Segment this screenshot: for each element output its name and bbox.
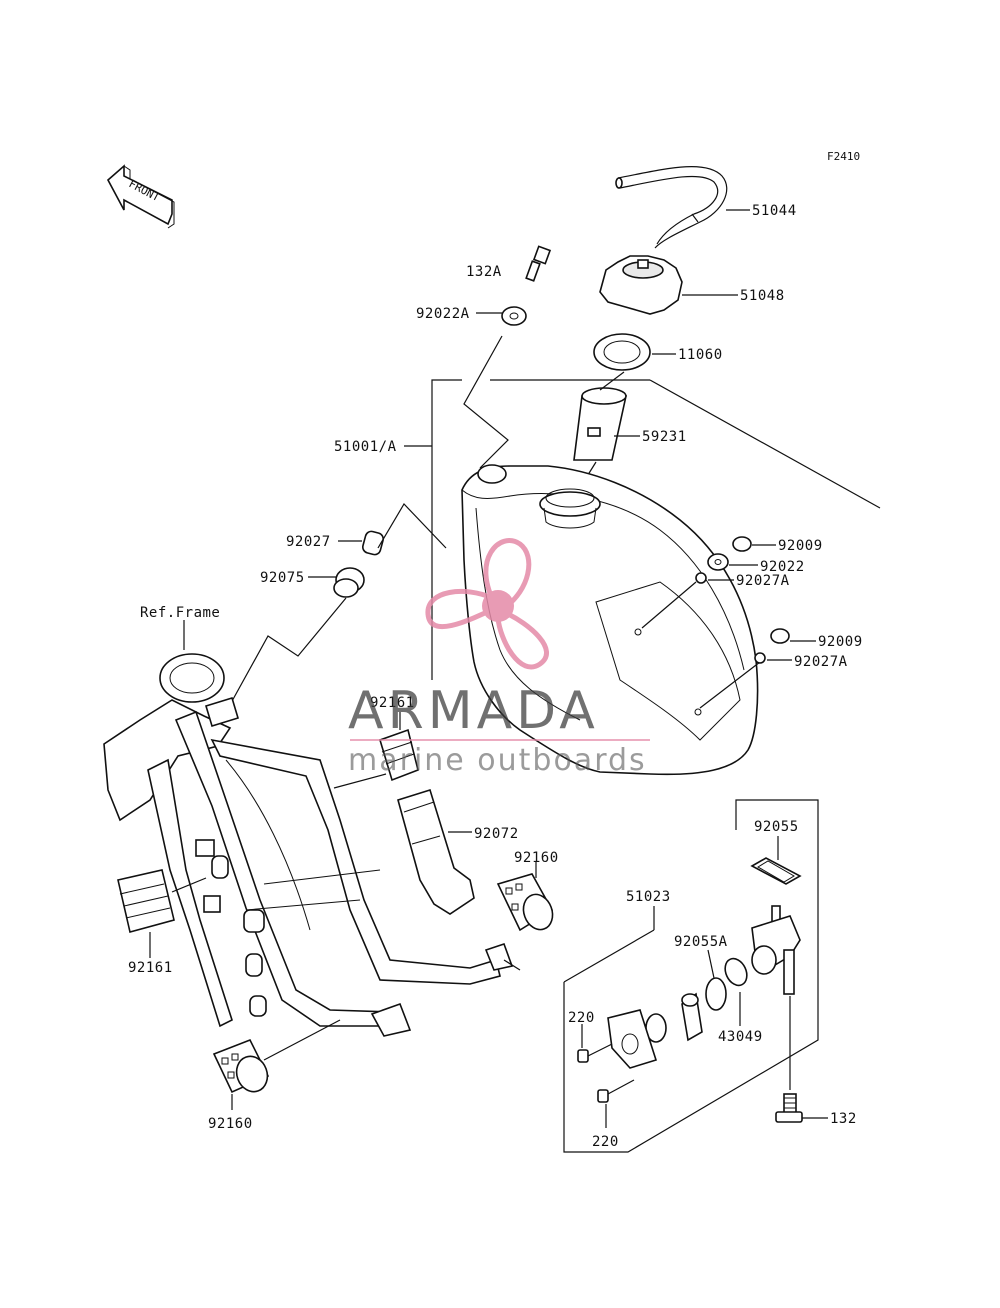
oring-92055a [705,949,748,1026]
callout-92009-lower: 92009 [818,634,863,650]
callout-11060: 11060 [678,347,723,363]
watermark: ARMADA marine outboards [348,538,650,778]
callout-220-upper: 220 [568,1010,595,1026]
filler-neck [573,371,640,495]
callout-92022: 92022 [760,559,805,575]
damper-92160-lower [212,1019,341,1110]
watermark-title: ARMADA [348,681,599,741]
bolt-132a [525,245,552,282]
collar-92027a-upper [695,572,734,584]
collar-92027a-lower [754,652,792,664]
tank-callout-bracket [404,379,881,680]
callout-92022a: 92022A [416,306,470,322]
callout-92027: 92027 [286,534,331,550]
bracket-92072 [397,788,475,915]
motorcycle-frame [103,653,521,1037]
screw-220-lower [597,1079,635,1128]
fuel-cock [751,905,801,1090]
callout-51023: 51023 [626,889,671,905]
fuel-cap [599,255,738,315]
grommet-92075 [225,567,365,713]
screw-220-upper [577,1024,613,1063]
gasket-92055 [750,836,802,885]
callout-92160-lower: 92160 [208,1116,253,1132]
damper-92160-upper [496,862,554,932]
callout-92160-upper: 92160 [514,850,559,866]
bolt-92009-lower [770,628,816,644]
callout-92055a: 92055A [674,934,728,950]
bolt-132 [775,1093,828,1123]
callout-92055: 92055 [754,819,799,835]
callout-92072: 92072 [474,826,519,842]
damper-92161-lower [117,869,207,958]
callout-92027a-lower: 92027A [794,654,848,670]
damper-92161-upper [333,712,419,789]
callout-132: 132 [830,1111,857,1127]
washer-92022a [463,306,527,469]
bolt-92009-upper [732,536,776,552]
armada-logo-icon [425,538,549,670]
callout-43049: 43049 [718,1029,763,1045]
callout-51044: 51044 [752,203,797,219]
watermark-subtitle: marine outboards [348,743,647,778]
breather-hose [615,166,750,249]
callout-92161-upper: 92161 [370,695,415,711]
filter-and-plate [607,992,703,1069]
callout-59231: 59231 [642,429,687,445]
callout-220-lower: 220 [592,1134,619,1150]
diagram-id: F2410 [827,150,860,163]
washer-92022 [707,553,758,571]
fuel-tank [461,464,761,776]
callout-51001a: 51001/A [334,439,397,455]
callout-92009-upper: 92009 [778,538,823,554]
callout-132a: 132A [466,264,502,280]
fuel-cock-bracket [563,799,819,1153]
front-arrow-icon: FRONT [106,164,175,229]
gasket-11060 [593,333,676,371]
callout-92161-lower: 92161 [128,960,173,976]
callout-51048: 51048 [740,288,785,304]
collar-92027 [338,503,447,556]
ref-frame-label: Ref.Frame [140,605,220,621]
callout-92075: 92075 [260,570,305,586]
callout-92027a-upper: 92027A [736,573,790,589]
